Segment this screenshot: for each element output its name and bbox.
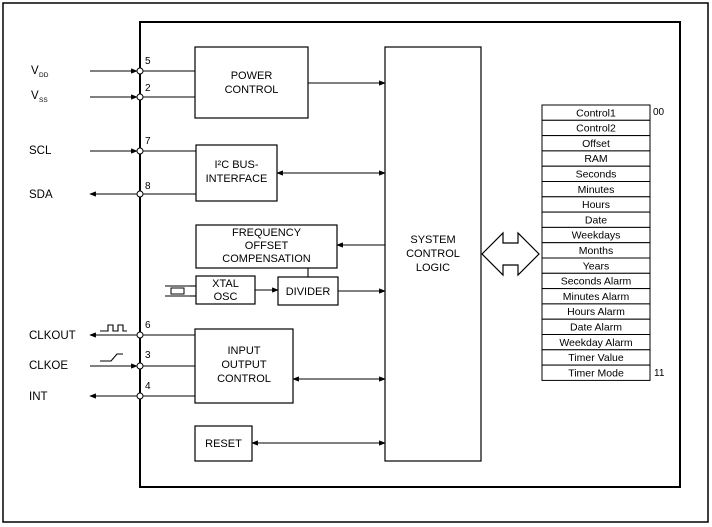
- last-register-address: 11: [654, 368, 665, 379]
- register-label: Timer Mode: [568, 367, 624, 379]
- register-label: Control2: [576, 123, 616, 135]
- clkout-connection: [89, 331, 195, 339]
- power-control-block: [194, 46, 309, 119]
- register-label: Seconds: [576, 169, 617, 181]
- i2c-bus-label-2: INTERFACE: [206, 173, 268, 185]
- xtal-osc-block: [195, 275, 256, 305]
- clkoe-signal-label: CLKOE: [29, 360, 68, 372]
- vdd-connection: [90, 67, 195, 75]
- crystal-icon: [165, 285, 196, 297]
- io-control-label-1: INPUT: [228, 345, 261, 357]
- register-label: Timer Value: [568, 352, 624, 364]
- scl-signal-label: SCL: [29, 145, 52, 157]
- enable-step-icon: [100, 353, 123, 362]
- clkout-signal-label: CLKOUT: [29, 330, 76, 342]
- divider-block: [277, 276, 339, 306]
- logic-register-bus-arrow: [481, 231, 540, 277]
- register-label: Minutes Alarm: [563, 291, 630, 303]
- freq-offset-label-1: FREQUENCY: [232, 227, 302, 239]
- pin-number-clkout: 6: [145, 320, 151, 331]
- reset-label: RESET: [205, 438, 242, 450]
- register-label: Weekdays: [572, 230, 621, 242]
- power-control-label-1: POWER: [231, 70, 273, 82]
- xtal-osc-label-2: OSC: [214, 291, 238, 303]
- freq-offset-label-3: COMPENSATION: [222, 253, 310, 265]
- pin-number-int: 4: [145, 381, 151, 392]
- register-label: Weekday Alarm: [559, 337, 633, 349]
- vss-signal-label: V: [31, 90, 39, 102]
- int-signal-label: INT: [29, 391, 48, 403]
- vdd-signal-subscript: DD: [39, 72, 49, 79]
- first-register-address: 00: [653, 107, 665, 118]
- register-label: Seconds Alarm: [561, 276, 632, 288]
- pin-number-vdd: 5: [145, 56, 151, 67]
- chip-boundary: [139, 21, 681, 488]
- i2c-bus-label-1: I²C BUS-: [215, 159, 259, 171]
- power-control-label-2: CONTROL: [225, 84, 279, 96]
- frequency-offset-compensation-block: [195, 224, 338, 269]
- register-label: Months: [579, 245, 613, 257]
- sda-connection: [89, 190, 196, 198]
- scl-logic-label-3: LOGIC: [416, 262, 450, 274]
- i2c-bus-interface-block: [195, 144, 278, 202]
- register-label: Hours Alarm: [567, 306, 625, 318]
- system-control-logic-block: [384, 46, 482, 462]
- vss-signal-subscript: SS: [39, 97, 48, 104]
- scl-connection: [90, 147, 196, 155]
- scl-logic-label-1: SYSTEM: [410, 234, 455, 246]
- register-label: Date: [585, 214, 607, 226]
- divider-label: DIVIDER: [286, 286, 331, 298]
- pin-number-sda: 8: [145, 181, 151, 192]
- register-cell: [541, 364, 651, 381]
- int-connection: [89, 392, 195, 400]
- clock-waveform-icon: [100, 324, 127, 332]
- register-label: Date Alarm: [570, 322, 622, 334]
- vss-connection: [90, 93, 195, 101]
- register-label: Minutes: [578, 184, 615, 196]
- register-label: Offset: [582, 138, 610, 150]
- io-control-label-3: CONTROL: [217, 373, 271, 385]
- freq-offset-label-2: OFFSET: [245, 240, 289, 252]
- scl-logic-label-2: CONTROL: [406, 248, 460, 260]
- register-label: RAM: [584, 153, 607, 165]
- pin-number-vss: 2: [145, 83, 151, 94]
- clkoe-connection: [90, 362, 195, 370]
- register-label: Control1: [576, 107, 616, 119]
- sda-signal-label: SDA: [29, 189, 53, 201]
- xtal-osc-label-1: XTAL: [212, 278, 239, 290]
- register-label: Years: [583, 260, 609, 272]
- reset-block: [194, 425, 253, 462]
- pin-number-clkoe: 3: [145, 350, 151, 361]
- register-label: Hours: [582, 199, 610, 211]
- pin-number-scl: 7: [145, 136, 151, 147]
- vdd-signal-label: V: [31, 65, 39, 77]
- io-control-label-2: OUTPUT: [221, 359, 267, 371]
